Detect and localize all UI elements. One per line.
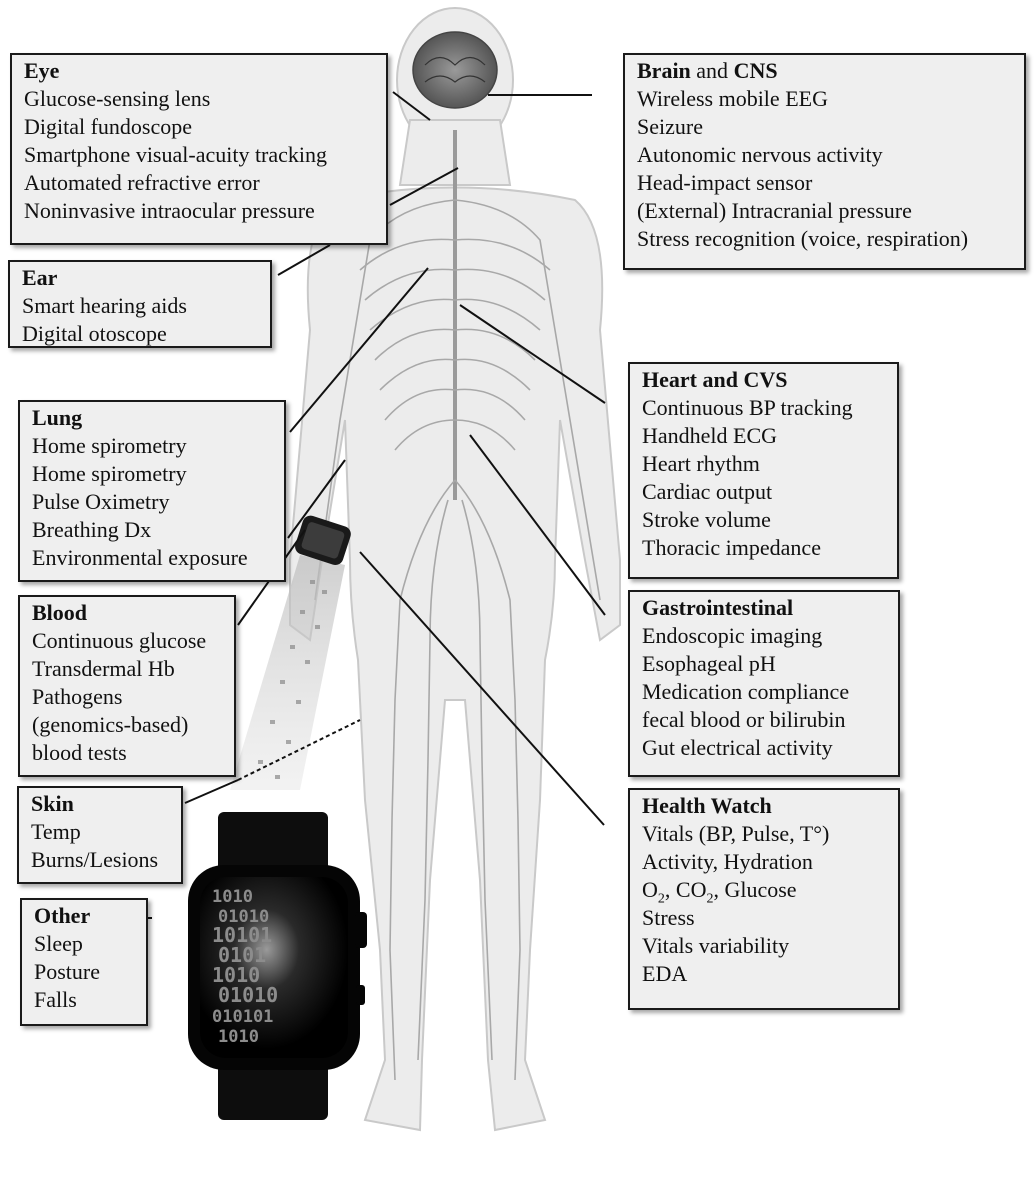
gi-item: Gut electrical activity [642,735,833,760]
watch-digit-row: 0101 [218,943,266,967]
ear-title: Ear [22,265,58,290]
data-stream-beam [230,555,345,790]
skin-title: Skin [31,791,74,816]
skin-item: Burns/Lesions [31,847,159,872]
brain-title-c: CNS [733,58,778,83]
wrist-watch-icon [295,515,351,565]
lung-item: Pulse Oximetry [32,489,170,514]
health-watch-icon [188,812,367,1120]
brain-title-a: Brain [637,58,691,83]
eye-item: Digital fundoscope [24,114,193,139]
blood-title: Blood [32,600,88,625]
skin-box: Skin Temp Burns/Lesions [17,786,183,884]
brain-item: Autonomic nervous activity [637,142,883,167]
health-watch-item: Vitals (BP, Pulse, T°) [642,821,830,846]
lung-item: Home spirometry [32,433,187,458]
ear-item: Smart hearing aids [22,293,187,318]
watch-digit-row: 1010 [212,887,253,907]
watch-digit-row: 010101 [212,1007,273,1027]
blood-item: blood tests [32,740,127,765]
gas-mid: , CO [664,877,707,902]
brain-item: Stress recognition (voice, respiration) [637,226,969,251]
heart-box: Heart and CVS Continuous BP tracking Han… [628,362,899,579]
brain-item: Head-impact sensor [637,170,813,195]
brain-item: Wireless mobile EEG [637,86,828,111]
lung-box: Lung Home spirometry Home spirometry Pul… [18,400,286,582]
brain-title-b: and [690,58,734,83]
brain-item: Seizure [637,114,703,139]
watch-digit-row: 01010 [218,983,278,1007]
heart-item: Cardiac output [642,479,773,504]
lung-item: Environmental exposure [32,545,248,570]
heart-item: Continuous BP tracking [642,395,853,420]
health-watch-title: Health Watch [642,793,772,818]
gi-item: Medication compliance [642,679,850,704]
skin-item: Temp [31,819,81,844]
gas-sub-1: 2 [657,891,665,907]
heart-item: Stroke volume [642,507,771,532]
lung-item: Home spirometry [32,461,187,486]
health-watch-gases: O2, CO2, Glucose [642,876,890,907]
other-box: Other Sleep Posture Falls [20,898,148,1026]
health-watch-item: EDA [642,961,688,986]
blood-item: Transdermal Hb [32,656,175,681]
brain-shape [412,31,498,109]
lung-title: Lung [32,405,83,430]
gas-sub-2: 2 [706,891,714,907]
data-stream-dots [258,580,327,779]
health-watch-item: Activity, Hydration [642,849,813,874]
watch-digit-row: 1010 [212,963,260,987]
brain-title: Brain and CNS [637,57,1016,85]
blood-box: Blood Continuous glucose Transdermal Hb … [18,595,236,777]
nerve-lines [314,130,601,1081]
other-item: Posture [34,959,100,984]
gas-end: , Glucose [713,877,797,902]
eye-item: Automated refractive error [24,170,260,195]
gi-box: Gastrointestinal Endoscopic imaging Esop… [628,590,900,777]
other-title: Other [34,903,91,928]
heart-item: Heart rhythm [642,451,760,476]
gas-o: O [642,877,658,902]
watch-digit-row: 01010 [218,907,269,927]
other-item: Sleep [34,931,83,956]
brain-box: Brain and CNS Wireless mobile EEG Seizur… [623,53,1026,270]
eye-box: Eye Glucose-sensing lens Digital fundosc… [10,53,388,245]
blood-item: (genomics-based) [32,712,189,737]
health-watch-item: Vitals variability [642,933,790,958]
blood-item: Pathogens [32,684,123,709]
blood-item: Continuous glucose [32,628,207,653]
eye-title: Eye [24,58,60,83]
watch-digit-row: 1010 [218,1027,259,1047]
eye-item: Smartphone visual-acuity tracking [24,142,328,167]
gi-item: Esophageal pH [642,651,776,676]
other-item: Falls [34,987,77,1012]
heart-title: Heart and CVS [642,367,788,392]
lung-item: Breathing Dx [32,517,152,542]
eye-item: Glucose-sensing lens [24,86,211,111]
gi-title: Gastrointestinal [642,595,794,620]
heart-item: Handheld ECG [642,423,778,448]
ear-box: Ear Smart hearing aids Digital otoscope [8,260,272,348]
eye-item: Noninvasive intraocular pressure [24,198,315,223]
ear-item: Digital otoscope [22,321,167,346]
health-watch-box: Health Watch Vitals (BP, Pulse, T°) Acti… [628,788,900,1010]
watch-digit-row: 10101 [212,923,272,947]
gi-item: fecal blood or bilirubin [642,707,846,732]
heart-item: Thoracic impedance [642,535,821,560]
gi-item: Endoscopic imaging [642,623,823,648]
brain-item: (External) Intracranial pressure [637,198,912,223]
health-watch-item: Stress [642,905,695,930]
